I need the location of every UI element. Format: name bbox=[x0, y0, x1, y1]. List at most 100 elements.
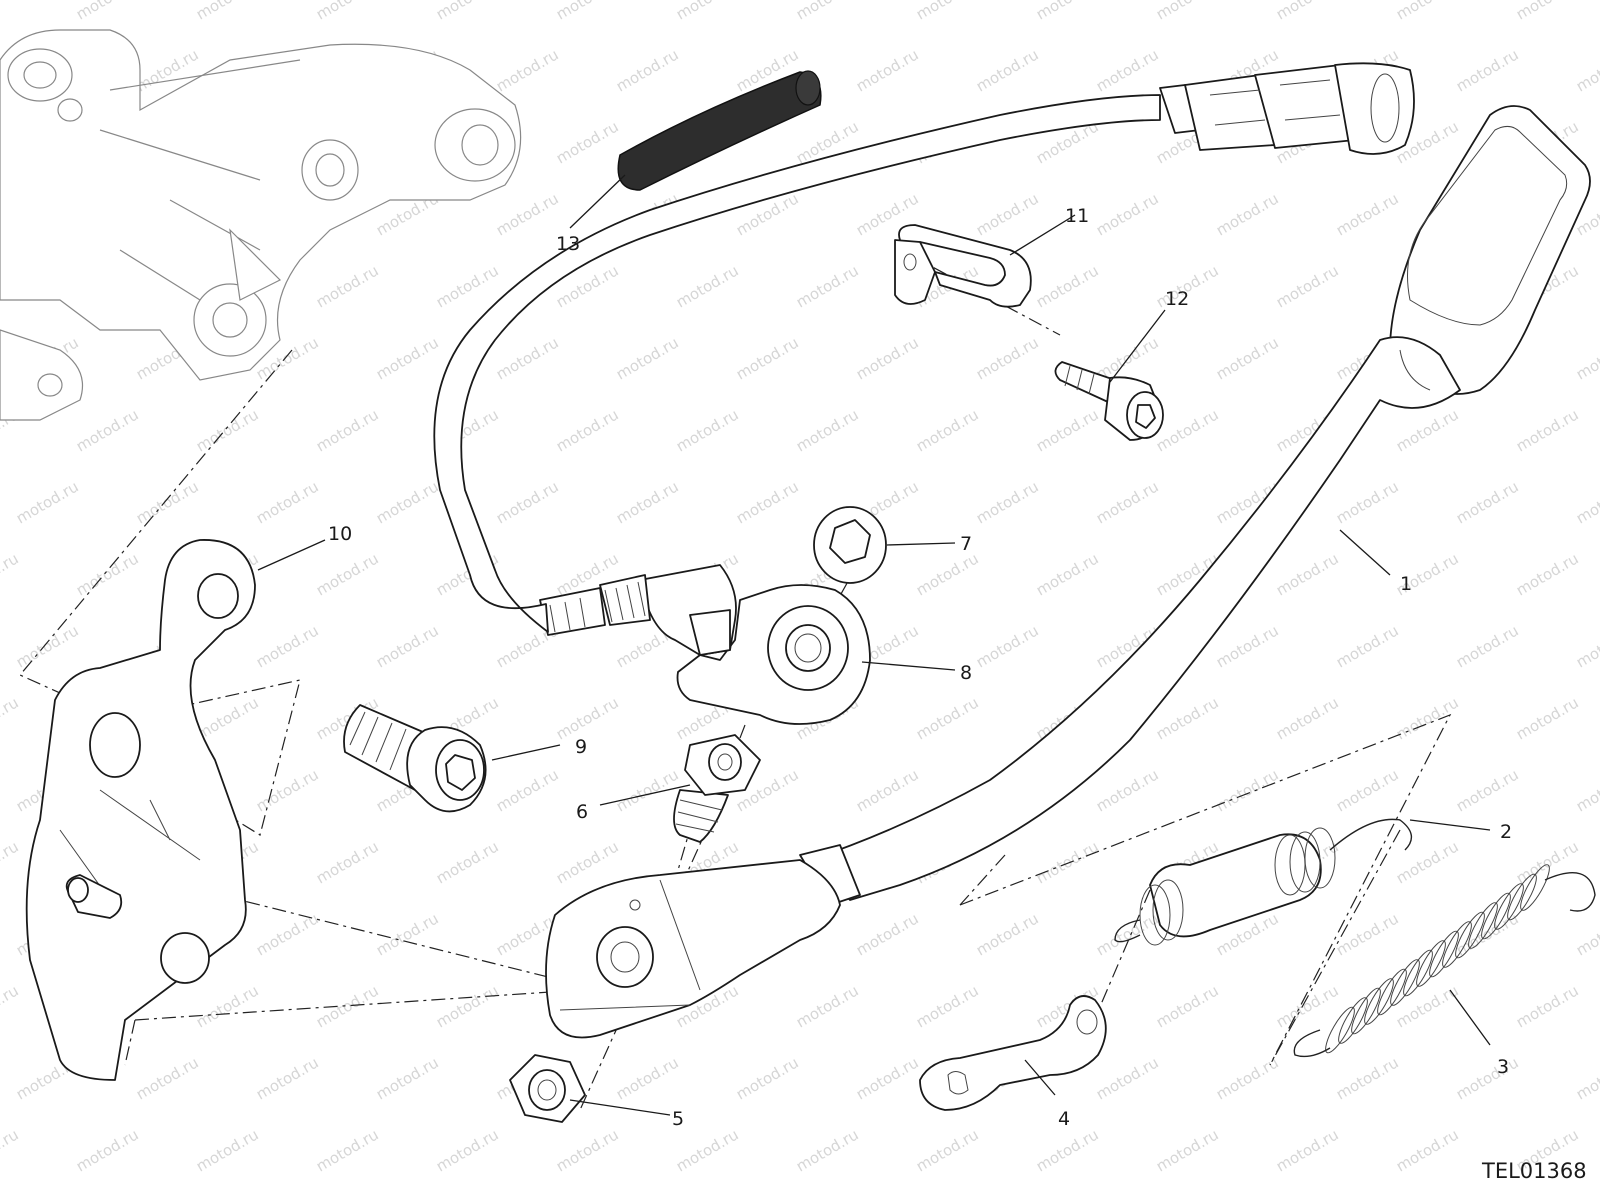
sidestand-bracket bbox=[25, 539, 256, 1081]
watermark-text: motod.ru bbox=[613, 1053, 682, 1103]
watermark-text: motod.ru bbox=[433, 837, 502, 887]
cap-screw bbox=[343, 704, 487, 813]
watermark-text: motod.ru bbox=[73, 0, 142, 23]
watermark-text: motod.ru bbox=[253, 765, 322, 815]
watermark-text: motod.ru bbox=[1213, 621, 1282, 671]
watermark-text: motod.ru bbox=[553, 837, 622, 887]
frame-casing-ghost bbox=[0, 29, 522, 421]
watermark-text: motod.ru bbox=[1093, 1053, 1162, 1103]
callout-10: 10 bbox=[328, 523, 352, 545]
watermark-text: motod.ru bbox=[1033, 0, 1102, 23]
watermark-text: motod.ru bbox=[613, 45, 682, 95]
watermark-text: motod.ru bbox=[1273, 261, 1342, 311]
watermark-text: motod.ru bbox=[1273, 981, 1342, 1031]
watermark-text: motod.ru bbox=[733, 333, 802, 383]
nut bbox=[509, 1054, 586, 1123]
watermark-text: motod.ru bbox=[1393, 1125, 1462, 1175]
watermark-text: motod.ru bbox=[493, 45, 562, 95]
watermark-text: motod.ru bbox=[313, 837, 382, 887]
watermark-text: motod.ru bbox=[673, 0, 742, 23]
watermark-text: motod.ru bbox=[1273, 0, 1342, 23]
watermark-text: motod.ru bbox=[1213, 1053, 1282, 1103]
watermark-text: motod.ru bbox=[13, 621, 82, 671]
washer-nut bbox=[813, 506, 887, 584]
watermark-text: motod.ru bbox=[853, 1053, 922, 1103]
watermark-text: motod.ru bbox=[1573, 45, 1600, 95]
watermark-text: motod.ru bbox=[853, 45, 922, 95]
watermark-text: motod.ru bbox=[1153, 693, 1222, 743]
watermark-text: motod.ru bbox=[973, 909, 1042, 959]
watermark-text: motod.ru bbox=[1093, 909, 1162, 959]
watermark-text: motod.ru bbox=[133, 1053, 202, 1103]
watermark-text: motod.ru bbox=[1213, 189, 1282, 239]
watermark-text: motod.ru bbox=[433, 0, 502, 23]
watermark-text: motod.ru bbox=[433, 1125, 502, 1175]
watermark-text: motod.ru bbox=[433, 981, 502, 1031]
watermark-text: motod.ru bbox=[553, 0, 622, 23]
watermark-text: motod.ru bbox=[913, 1125, 982, 1175]
watermark-text: motod.ru bbox=[1453, 765, 1522, 815]
watermark-text: motod.ru bbox=[973, 333, 1042, 383]
watermark-text: motod.ru bbox=[913, 549, 982, 599]
watermark-text: motod.ru bbox=[1393, 405, 1462, 455]
spring-coil bbox=[1325, 1006, 1355, 1054]
watermark-text: motod.ru bbox=[253, 477, 322, 527]
callout-9: 9 bbox=[575, 736, 587, 758]
watermark-text: motod.ru bbox=[1513, 0, 1582, 23]
watermark-text: motod.ru bbox=[1453, 1053, 1522, 1103]
watermark-text: motod.ru bbox=[133, 477, 202, 527]
watermark-text: motod.ru bbox=[0, 837, 22, 887]
leader-lines bbox=[257, 174, 1491, 1116]
watermark-text: motod.ru bbox=[1093, 477, 1162, 527]
watermark-text: motod.ru bbox=[1573, 909, 1600, 959]
watermark-text: motod.ru bbox=[1033, 261, 1102, 311]
watermark-text: motod.ru bbox=[253, 909, 322, 959]
watermark-text: motod.ru bbox=[253, 1053, 322, 1103]
watermark-text: motod.ru bbox=[1333, 621, 1402, 671]
watermark-text: motod.ru bbox=[1273, 693, 1342, 743]
watermark-text: motod.ru bbox=[313, 0, 382, 23]
watermark-text: motod.ru bbox=[73, 405, 142, 455]
watermark-text: motod.ru bbox=[73, 549, 142, 599]
watermark-text: motod.ru bbox=[193, 405, 262, 455]
watermark-text: motod.ru bbox=[733, 477, 802, 527]
watermark-text: motod.ru bbox=[1333, 1053, 1402, 1103]
watermark-text: motod.ru bbox=[553, 1125, 622, 1175]
callout-7: 7 bbox=[960, 533, 972, 555]
sidestand bbox=[545, 105, 1591, 1039]
watermark-text: motod.ru bbox=[0, 549, 22, 599]
watermark-text: motod.ru bbox=[193, 1125, 262, 1175]
watermark-text: motod.ru bbox=[373, 1053, 442, 1103]
watermark-text: motod.ru bbox=[193, 0, 262, 23]
watermark-text: motod.ru bbox=[793, 261, 862, 311]
watermark-text: motod.ru bbox=[913, 981, 982, 1031]
watermark-text: motod.ru bbox=[913, 405, 982, 455]
watermark-text: motod.ru bbox=[973, 45, 1042, 95]
watermark-text: motod.ru bbox=[1213, 765, 1282, 815]
watermark-text: motod.ru bbox=[0, 1125, 22, 1175]
watermark-text: motod.ru bbox=[553, 693, 622, 743]
watermark-text: motod.ru bbox=[793, 981, 862, 1031]
spring-plate bbox=[919, 995, 1107, 1111]
watermark-text: motod.ru bbox=[1033, 405, 1102, 455]
callout-labels: 1 2 3 4 5 6 7 8 9 10 11 12 13 bbox=[328, 205, 1512, 1130]
watermark-text: motod.ru bbox=[1453, 621, 1522, 671]
callout-6: 6 bbox=[576, 801, 588, 823]
watermark-text: motod.ru bbox=[1033, 1125, 1102, 1175]
watermark-text: motod.ru bbox=[613, 477, 682, 527]
callout-13: 13 bbox=[556, 233, 580, 255]
watermark-text: motod.ru bbox=[1153, 1125, 1222, 1175]
spring-b bbox=[1293, 864, 1596, 1058]
protective-sleeve bbox=[617, 70, 822, 191]
watermark-text: motod.ru bbox=[1513, 549, 1582, 599]
watermark-text: motod.ru bbox=[553, 405, 622, 455]
watermark-text: motod.ru bbox=[493, 765, 562, 815]
callout-5: 5 bbox=[672, 1108, 684, 1130]
watermark-text: motod.ru bbox=[673, 405, 742, 455]
callout-4: 4 bbox=[1058, 1108, 1070, 1130]
spring-coil bbox=[1338, 997, 1368, 1044]
watermark-text: motod.ru bbox=[673, 261, 742, 311]
watermark-text: motod.ru bbox=[1573, 621, 1600, 671]
watermark-text: motod.ru bbox=[433, 261, 502, 311]
spring-coil bbox=[1351, 987, 1381, 1035]
